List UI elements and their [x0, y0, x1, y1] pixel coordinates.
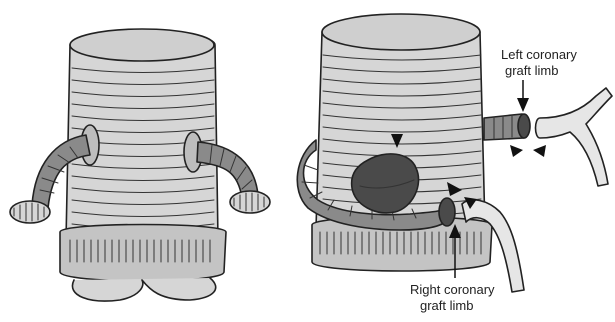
arrowhead-left-anastomosis-left: [510, 145, 523, 157]
right-coronary-graft-limb-label-line2: graft limb: [420, 298, 473, 313]
right-panel-graft-with-coronary-limbs: Left coronary graft limb Right coronary …: [297, 14, 612, 313]
right-tube-top-rim: [322, 14, 480, 50]
right-coronary-graft-limb-label-line1: Right coronary: [410, 282, 495, 297]
right-limb-end: [439, 198, 455, 226]
left-panel-graft-with-side-openings: [10, 29, 270, 301]
arrow-left-graft-head: [517, 98, 529, 112]
left-coronary-limb-end: [518, 114, 530, 138]
arrowhead-left-anastomosis-right: [533, 145, 546, 157]
left-bottom-lobes: [72, 278, 215, 301]
left-coronary-artery: [536, 88, 613, 186]
left-bottom-cuff: [60, 225, 226, 282]
left-coronary-graft-limb-label-line2: graft limb: [505, 63, 558, 78]
left-tube-top-rim: [70, 29, 214, 61]
left-cuff-ticks: [70, 240, 210, 262]
left-coronary-graft-limb-label-line1: Left coronary: [501, 47, 577, 62]
